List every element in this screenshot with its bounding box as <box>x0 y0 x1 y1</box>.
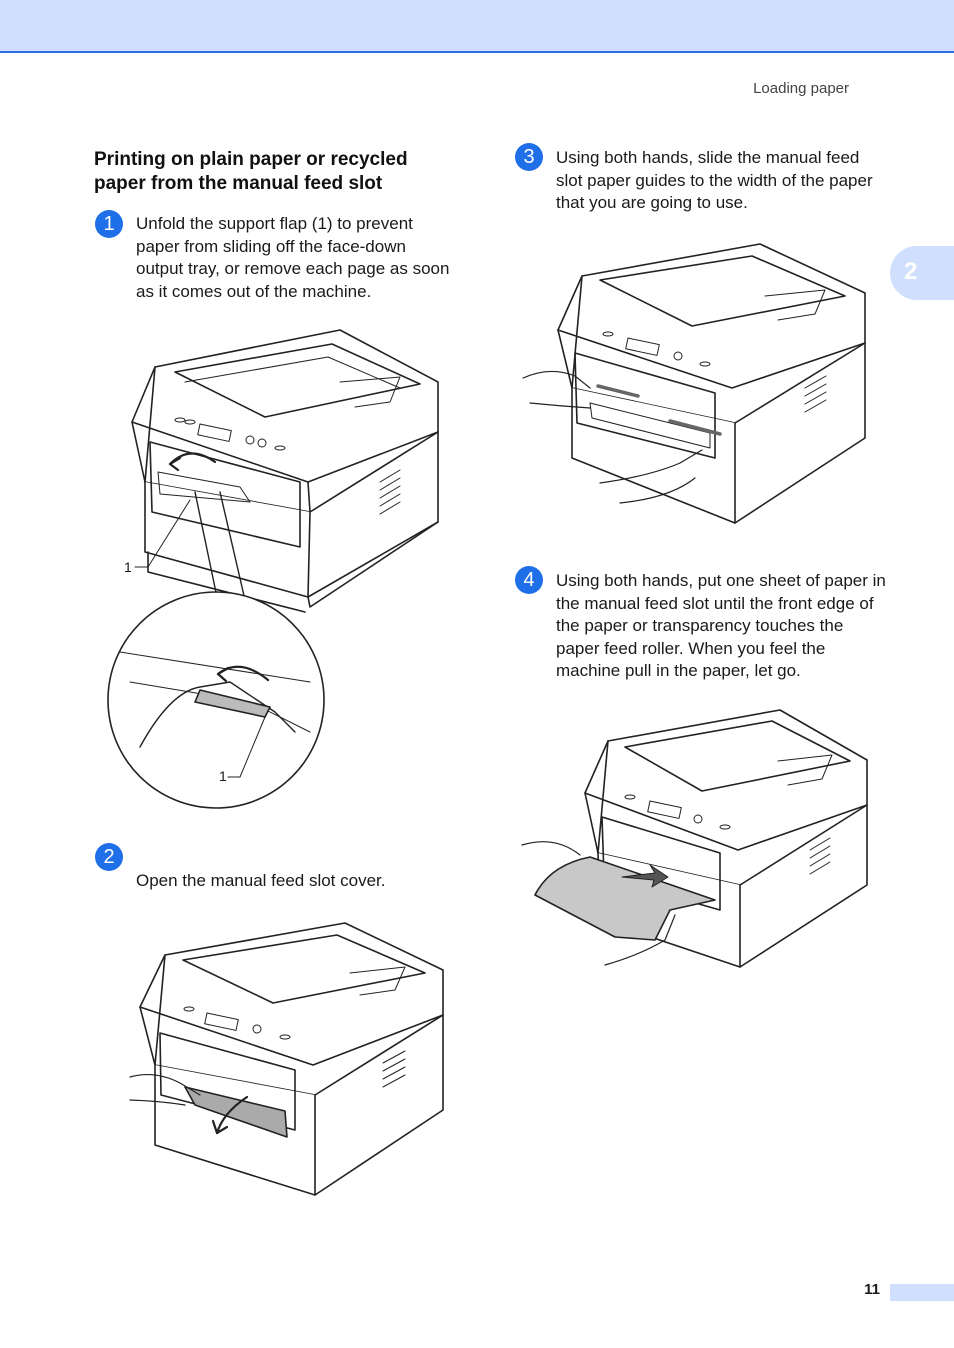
step-4-badge: 4 <box>515 566 543 594</box>
step-1-text: Unfold the support flap (1) to prevent p… <box>136 214 450 301</box>
step-1-badge: 1 <box>95 210 123 238</box>
chapter-tab[interactable]: 2 <box>890 246 954 300</box>
chapter-number: 2 <box>904 258 918 285</box>
step-3-badge: 3 <box>515 143 543 171</box>
illustration-insert-paper <box>520 705 870 980</box>
section-title: Printing on plain paper or recycled pape… <box>94 149 408 194</box>
footer-tab <box>890 1284 954 1301</box>
illustration-open-cover <box>125 915 450 1205</box>
page-number: 11 <box>864 1281 880 1298</box>
callout-label-zoom: 1 <box>219 768 227 784</box>
running-title: Loading paper <box>753 80 849 97</box>
step-2-badge: 2 <box>95 843 123 871</box>
illustration-support-flap <box>100 322 450 812</box>
step-2-text: Open the manual feed slot cover. <box>136 871 386 890</box>
illustration-paper-guides <box>520 238 870 533</box>
header-bar <box>0 0 954 53</box>
step-3-text: Using both hands, slide the manual feed … <box>556 148 873 212</box>
step-4-text: Using both hands, put one sheet of paper… <box>556 571 886 680</box>
callout-label-main: 1 <box>124 559 132 575</box>
